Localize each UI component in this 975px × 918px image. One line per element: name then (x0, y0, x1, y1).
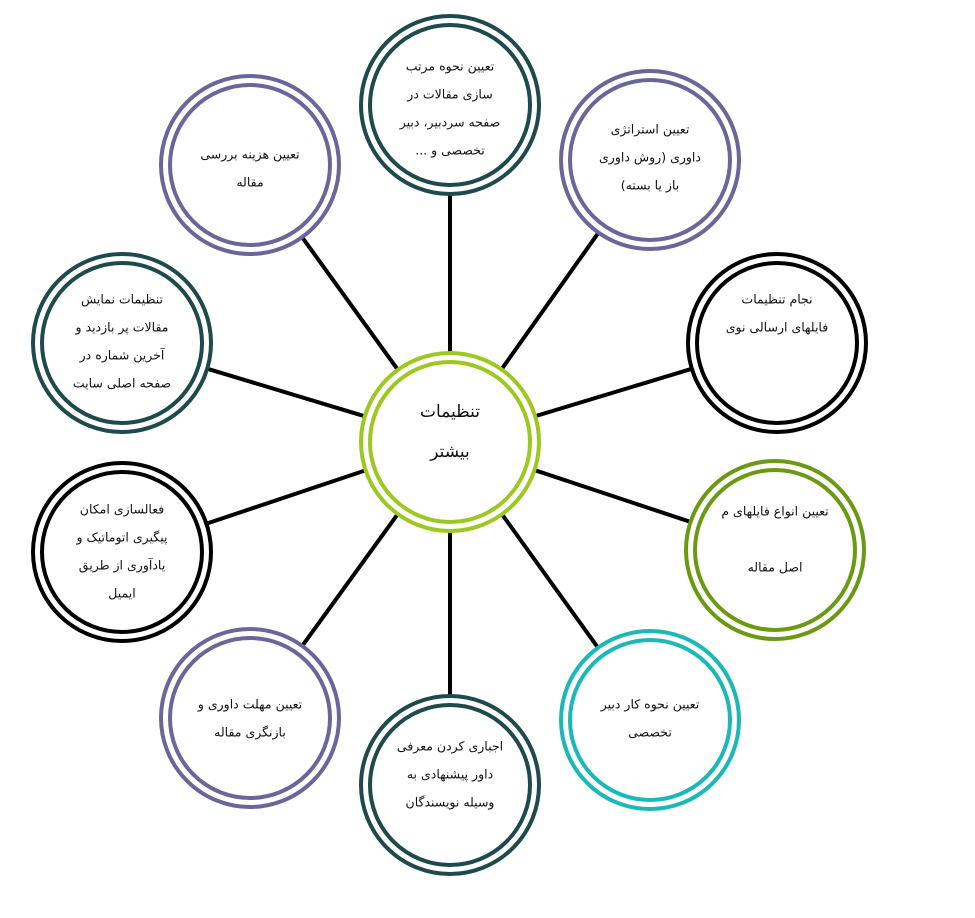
center-node: تنظیمات بیشتر (359, 351, 541, 533)
node-outer-ring (684, 459, 866, 641)
node-label-line: یادآوری از طریق (79, 558, 166, 574)
node-label-line: صفحه سردبیر، دبیر (399, 115, 501, 131)
node-inner-ring (168, 636, 332, 800)
node-label-line: ایمیل (108, 586, 135, 601)
node-outer-ring (559, 629, 741, 811)
node-label-line: تخصصی و ... (415, 143, 485, 159)
node-outer-ring (31, 252, 213, 434)
node-email-reminder[interactable]: فعالسازی امکان پیگیری اتوماتیک و یادآوری ا… (31, 461, 213, 643)
node-label-line: داور پیشنهادی به (407, 767, 493, 783)
node-author-files[interactable]: نجام تنظیمات فایلهای ارسالی نوی (686, 252, 868, 434)
node-inner-ring (568, 78, 732, 242)
node-review-strategy[interactable]: تعیین استراتژی داوری (روش داوری باز یا بست… (559, 69, 741, 251)
node-outer-ring (686, 252, 868, 434)
node-outer-ring (159, 74, 341, 256)
node-label-line: تعیین انواع فایلهای م (721, 504, 829, 520)
node-label-line: تعیین مهلت داوری و (197, 697, 303, 713)
node-inner-ring (368, 23, 532, 187)
node-inner-ring (368, 703, 532, 867)
node-outer-ring (359, 14, 541, 196)
node-inner-ring (695, 261, 859, 425)
node-inner-ring (368, 360, 532, 524)
node-label-line: بازنگری مقاله (214, 725, 286, 741)
node-label-line: آخرین شماره در (79, 348, 165, 364)
node-label-line: پیگیری اتوماتیک و (76, 530, 168, 546)
node-inner-ring (693, 468, 857, 632)
node-outer-ring (31, 461, 213, 643)
node-sort-articles[interactable]: تعیین نحوه مرتب سازی مقالات در صفحه سردبیر… (359, 14, 541, 196)
node-inner-ring (168, 83, 332, 247)
node-label-line: بیشتر (429, 442, 470, 462)
nodes: تعیین نحوه مرتب سازی مقالات در صفحه سردبیر… (31, 14, 868, 876)
node-outer-ring (559, 69, 741, 251)
node-label-line: وسیله نویسندگان (406, 795, 495, 811)
node-label-line: تعیین نحوه کار دبیر (600, 697, 700, 713)
node-homepage-display[interactable]: تنظیمات نمایش مقالات پر بازدید و آخرین شما… (31, 252, 213, 434)
node-file-types[interactable]: تعیین انواع فایلهای م اصل مقاله (684, 459, 866, 641)
node-outer-ring (359, 351, 541, 533)
node-label-line: صفحه اصلی سایت (73, 376, 171, 391)
node-label-line: مقالات پر بازدید و (75, 320, 169, 336)
node-outer-ring (359, 694, 541, 876)
node-label-line: باز یا بسته) (621, 178, 680, 194)
node-label-line: تعیین هزینه بررسی (200, 147, 300, 163)
node-inner-ring (40, 261, 204, 425)
node-label-line: سازی مقالات در (406, 87, 492, 103)
node-label-line: تخصصی (628, 725, 672, 740)
node-section-editor[interactable]: تعیین نحوه کار دبیر تخصصی (559, 629, 741, 811)
node-review-deadline[interactable]: تعیین مهلت داوری و بازنگری مقاله (159, 627, 341, 809)
node-label-line: فعالسازی امکان (80, 502, 164, 518)
node-label-line: تنظیمات (420, 402, 480, 422)
node-label-line: تعیین استراتژی (611, 122, 690, 138)
node-label-line: فایلهای ارسالی نوی (726, 320, 828, 336)
node-outer-ring (159, 627, 341, 809)
node-suggest-reviewer[interactable]: اجباری کردن معرفی داور پیشنهادی به وسیله ن… (359, 694, 541, 876)
node-label-line: مقاله (236, 175, 263, 190)
node-label-line: اصل مقاله (748, 560, 803, 575)
node-label-line: داوری (روش داوری (599, 150, 701, 166)
node-label-line: اجباری کردن معرفی (397, 739, 503, 755)
node-inner-ring (568, 638, 732, 802)
node-label-line: نجام تنظیمات (741, 292, 812, 307)
node-inner-ring (40, 470, 204, 634)
node-label-line: تعیین نحوه مرتب (406, 59, 495, 75)
node-review-fee[interactable]: تعیین هزینه بررسی مقاله (159, 74, 341, 256)
node-label-line: تنظیمات نمایش (81, 292, 164, 308)
